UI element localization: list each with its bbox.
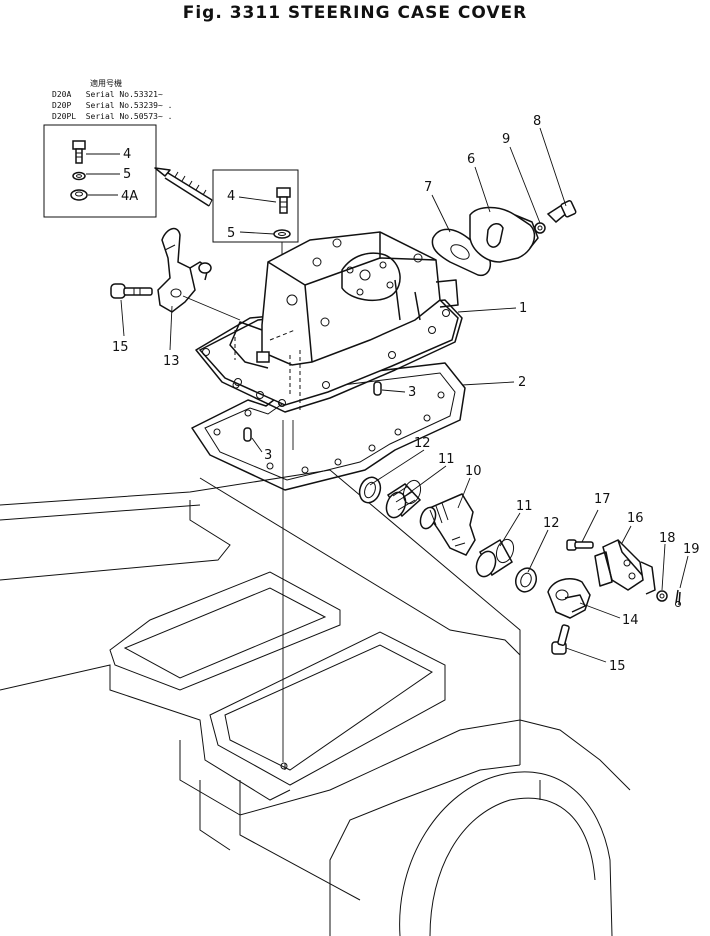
- dowel-pin: [373, 381, 382, 396]
- cap-6: [469, 206, 539, 263]
- applicability-row: D20P Serial No.53239~ .: [52, 100, 172, 111]
- seal-12: [514, 567, 538, 593]
- leader-lines: [120, 127, 689, 663]
- serial-number: Serial No.53321~: [85, 90, 163, 99]
- callout-13: 13: [163, 354, 180, 369]
- bolt-15: [551, 624, 570, 655]
- serial-number: Serial No.50573~ .: [85, 112, 173, 121]
- seal-12: [358, 476, 382, 504]
- nut-icon: [70, 189, 88, 201]
- model-code: D20A: [52, 90, 72, 99]
- applicability-row: D20A Serial No.53321~: [52, 89, 163, 100]
- callout-12: 12: [414, 436, 431, 451]
- callout-19: 19: [683, 542, 700, 557]
- lever-13: [157, 227, 212, 313]
- gasket-7: [431, 228, 492, 277]
- callout-11: 11: [438, 452, 455, 467]
- washer-18: [656, 590, 668, 602]
- direction-arrow-icon: [154, 167, 213, 207]
- inset-right: 4 5: [212, 169, 299, 243]
- callout-9: 9: [502, 132, 510, 147]
- callouts: 1 2 3 3 6 7 8 9 10 11 11 12 12 13 14 15 …: [112, 114, 700, 674]
- callout-15: 15: [112, 340, 129, 355]
- gasket-2: [191, 362, 466, 491]
- model-code: D20P: [52, 101, 72, 110]
- callout-3: 3: [408, 385, 416, 400]
- callout-8: 8: [533, 114, 541, 129]
- washer-9: [534, 222, 546, 234]
- callout-5: 5: [227, 226, 235, 241]
- bolt-8: [546, 200, 577, 224]
- bolt-icon: [72, 140, 86, 164]
- steering-case-cover: [198, 231, 459, 410]
- pin-17: [566, 539, 594, 551]
- bearing-11: [475, 538, 515, 578]
- callout-12: 12: [543, 516, 560, 531]
- applicability-row: D20PL Serial No.50573~ .: [52, 111, 172, 122]
- dowel-pin: [243, 427, 252, 442]
- callout-4: 4: [123, 147, 131, 162]
- bracket-16: [594, 539, 656, 595]
- serial-number: Serial No.53239~ .: [85, 101, 173, 110]
- figure-title: Fig. 3311 STEERING CASE COVER: [182, 3, 528, 23]
- cotter-pin-19: [675, 589, 681, 607]
- tractor-body-outline: [0, 469, 631, 936]
- inset-left: 4 5 4A: [43, 124, 157, 218]
- shaft-10: [419, 493, 476, 556]
- callout-15: 15: [609, 659, 626, 674]
- callout-2: 2: [518, 375, 526, 390]
- washer-icon: [273, 229, 291, 239]
- callout-4a: 4A: [121, 189, 138, 204]
- callout-11: 11: [516, 499, 533, 514]
- lever-14: [547, 578, 591, 619]
- washer-icon: [72, 171, 86, 181]
- callout-17: 17: [594, 492, 611, 507]
- callout-4: 4: [227, 189, 235, 204]
- callout-3: 3: [264, 448, 272, 463]
- callout-18: 18: [659, 531, 676, 546]
- applicability-heading: 適用号機: [90, 79, 122, 88]
- callout-6: 6: [467, 152, 475, 167]
- callout-5: 5: [123, 167, 131, 182]
- model-code: D20PL: [52, 112, 77, 121]
- callout-1: 1: [519, 301, 527, 316]
- callout-10: 10: [465, 464, 482, 479]
- bolt-icon: [276, 187, 291, 214]
- bearing-11: [385, 479, 422, 519]
- callout-7: 7: [424, 180, 432, 195]
- callout-14: 14: [622, 613, 639, 628]
- callout-16: 16: [627, 511, 644, 526]
- bolt-15: [110, 283, 153, 299]
